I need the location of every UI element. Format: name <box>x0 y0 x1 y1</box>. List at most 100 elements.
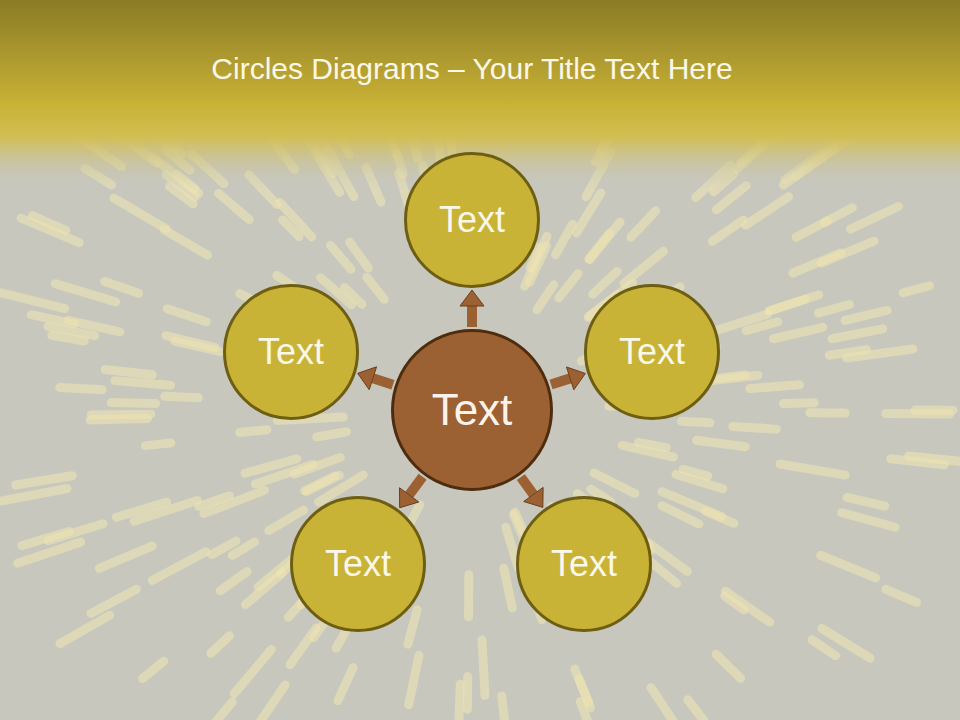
light-streak <box>750 385 800 389</box>
light-streak <box>269 510 304 531</box>
light-streak <box>143 661 164 678</box>
circle-label: Text <box>439 199 505 241</box>
light-streak <box>850 206 898 229</box>
light-streak <box>821 241 874 263</box>
light-streaks <box>0 106 960 720</box>
light-streak <box>317 432 347 437</box>
light-streak <box>60 387 102 389</box>
light-streak <box>114 198 167 229</box>
light-streak <box>255 464 312 484</box>
outer-circle: Text <box>404 152 540 288</box>
light-streak <box>280 203 312 237</box>
flow-arrow <box>358 367 393 390</box>
outer-circle: Text <box>584 284 720 420</box>
light-streak <box>167 309 206 322</box>
light-streak <box>212 541 236 554</box>
light-streak <box>240 430 267 433</box>
light-streak <box>712 220 743 241</box>
light-streak <box>344 287 361 304</box>
light-streak <box>220 572 247 591</box>
light-streak <box>48 524 103 541</box>
light-streak <box>166 336 215 348</box>
light-streak <box>111 398 155 408</box>
light-streak <box>886 589 917 602</box>
light-streak <box>845 310 887 320</box>
light-streak <box>662 506 699 524</box>
arrow-head <box>358 367 377 390</box>
light-streak <box>145 443 170 446</box>
light-streak <box>716 654 741 678</box>
light-streak <box>257 685 285 720</box>
light-streak <box>575 669 591 708</box>
light-streak <box>199 496 230 507</box>
light-streak <box>746 197 789 225</box>
flow-arrow <box>551 367 585 390</box>
light-streak <box>459 684 460 720</box>
light-streak <box>201 702 232 720</box>
light-streak <box>733 426 777 429</box>
light-streak <box>0 488 67 501</box>
light-streak <box>770 295 819 311</box>
circle-label: Text <box>619 331 685 373</box>
light-streak <box>464 575 473 617</box>
arrow-shaft <box>551 378 570 384</box>
flow-arrow <box>521 477 543 507</box>
light-streak <box>367 277 384 299</box>
light-streak <box>726 591 770 622</box>
light-streak <box>842 513 896 528</box>
light-streak <box>90 418 147 419</box>
center-circle: Text <box>391 329 553 491</box>
light-streak <box>886 409 950 419</box>
light-streak <box>211 636 230 654</box>
arrow-head <box>400 488 419 508</box>
arrow-head <box>524 487 543 507</box>
circle-label: Text <box>258 331 324 373</box>
flow-arrow <box>460 290 484 327</box>
circle-label: Text <box>325 543 391 585</box>
light-streak <box>559 274 578 298</box>
light-streak <box>331 245 351 269</box>
outer-circle: Text <box>223 284 359 420</box>
arrow-shaft <box>409 477 422 495</box>
light-streak <box>165 396 199 397</box>
light-streak <box>338 668 353 701</box>
light-streak <box>818 305 849 314</box>
light-streak <box>234 649 271 693</box>
light-streak <box>812 640 836 656</box>
arrow-shaft <box>373 378 393 384</box>
light-streak <box>408 610 417 644</box>
arrow-head <box>566 367 585 390</box>
light-streak <box>909 456 960 462</box>
light-streak <box>824 208 852 223</box>
light-streak <box>91 589 137 613</box>
light-streak <box>16 476 73 485</box>
light-streak <box>504 568 513 608</box>
light-streak <box>773 327 822 338</box>
light-streak <box>32 216 65 231</box>
flow-arrow <box>400 477 423 508</box>
light-streak <box>99 546 152 568</box>
light-streak <box>847 497 885 506</box>
light-streak <box>746 322 778 331</box>
light-streak <box>631 211 656 237</box>
light-streak <box>783 398 814 408</box>
light-streak <box>306 475 339 491</box>
light-streak <box>105 282 139 294</box>
light-streak <box>1 293 64 309</box>
circle-label: Text <box>432 385 513 435</box>
light-streak <box>594 473 635 494</box>
light-streak <box>847 349 913 358</box>
light-streak <box>219 193 250 219</box>
light-streak <box>683 469 708 476</box>
light-streak <box>688 700 716 720</box>
light-streak <box>537 285 554 310</box>
light-streak <box>52 335 85 341</box>
light-streak <box>590 222 620 259</box>
light-streak <box>832 329 883 339</box>
light-streak <box>164 230 207 255</box>
light-streak <box>482 640 485 696</box>
light-streak <box>780 464 845 475</box>
light-streak <box>821 555 876 578</box>
light-streak <box>810 408 845 417</box>
light-streak <box>410 505 420 524</box>
